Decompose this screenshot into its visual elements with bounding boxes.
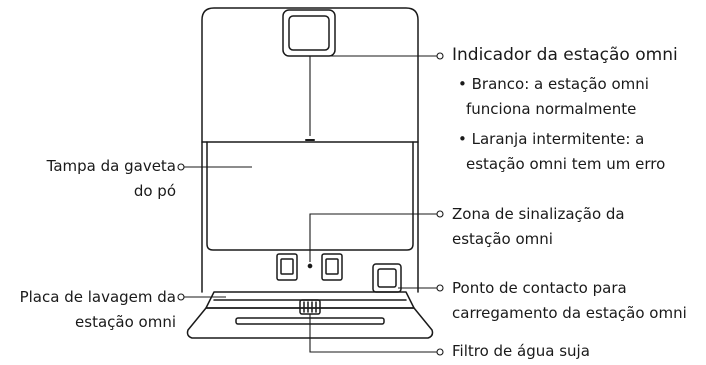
signal-zone-right [321, 253, 343, 281]
leader-dirty-filter [309, 314, 440, 353]
label-charging-contact-line2: carregamento da estação omni [452, 304, 687, 322]
indicator-button [282, 9, 336, 57]
label-charging-contact-line1: Ponto de contacto para [452, 279, 627, 297]
label-indicator-orange-line2: estação omni tem um erro [466, 155, 666, 173]
station-body-outline [201, 7, 419, 293]
label-wash-plate-line1: Placa de lavagem da [19, 288, 176, 306]
label-indicator-title: Indicador da estação omni [452, 45, 678, 65]
label-dust-cover-line2: do pó [133, 182, 176, 200]
station-base [186, 307, 434, 339]
label-indicator-white-line1: Branco: a estação omni [458, 74, 649, 95]
label-indicator-white-line2: funciona normalmente [466, 100, 637, 118]
leader-indicator [309, 55, 440, 136]
leader-signal-zone [309, 213, 440, 262]
label-wash-plate-line2: estação omni [75, 313, 176, 331]
label-dust-cover-line1: Tampa da gaveta [46, 157, 176, 175]
signal-zone-left [276, 253, 298, 281]
label-signal-zone-line1: Zona de sinalização da [452, 205, 625, 223]
label-signal-zone-line2: estação omni [452, 230, 553, 248]
label-dirty-water-filter: Filtro de água suja [452, 342, 590, 360]
label-indicator-orange-line1: Laranja intermitente: a [458, 129, 645, 150]
